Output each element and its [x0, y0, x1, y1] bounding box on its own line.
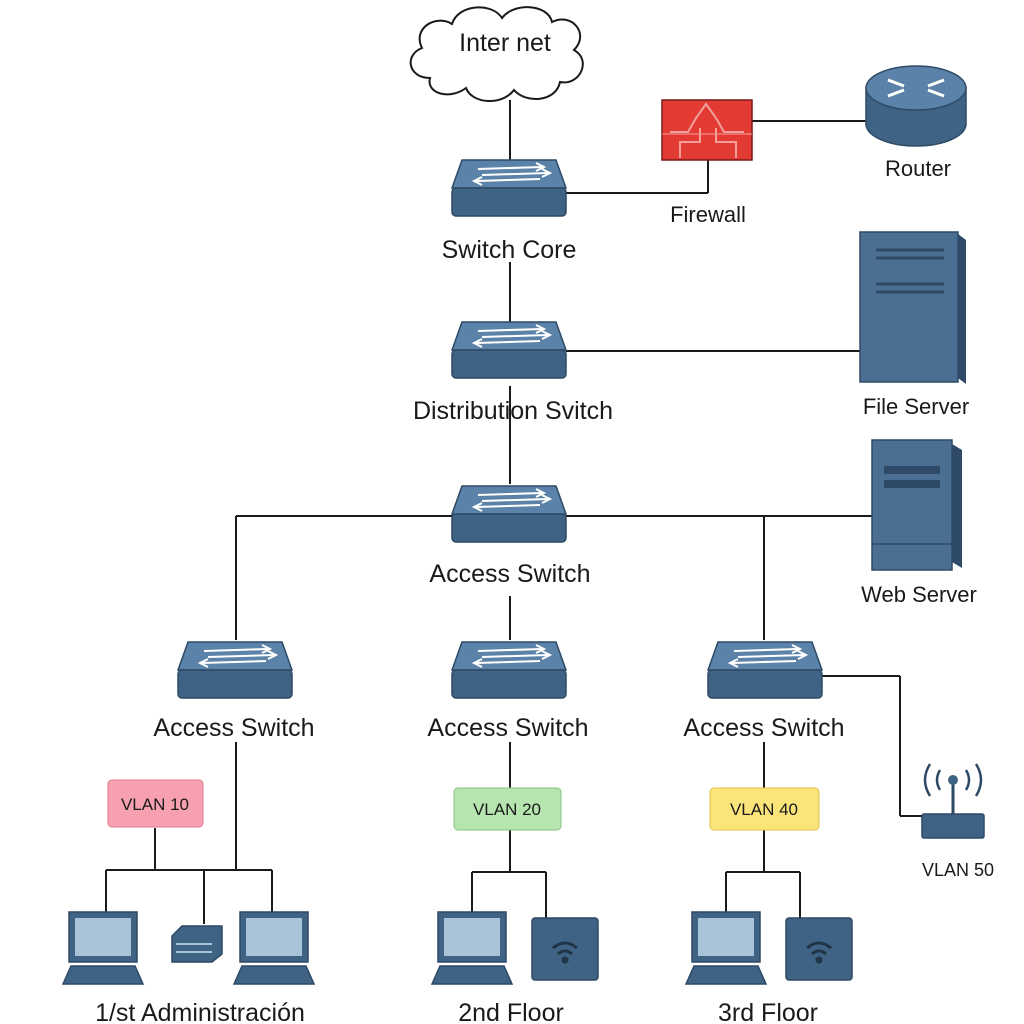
server-icon [859, 231, 966, 384]
laptop-icon [685, 911, 767, 985]
internet-label: Inter net [459, 29, 551, 57]
vlan40-tag: VLAN 40 [709, 787, 820, 831]
vlan10-tag: VLAN 10 [107, 779, 204, 828]
core-switch: Switch Core [442, 159, 577, 264]
third-floor-devices: 3rd Floor [685, 911, 854, 1024]
vlan20-tag: VLAN 20 [453, 787, 562, 831]
second-floor-label: 2nd Floor [458, 999, 564, 1024]
web-server: Web Server [861, 439, 977, 607]
access-switch-main: Access Switch [429, 485, 591, 588]
vlan10-label: VLAN 10 [121, 795, 189, 814]
vlan20-label: VLAN 20 [473, 800, 541, 819]
internet-cloud: Inter net [409, 6, 584, 103]
wifi-access-point-icon [784, 916, 854, 982]
second-floor-devices: 2nd Floor [431, 911, 600, 1024]
vlan40-label: VLAN 40 [730, 800, 798, 819]
switch-icon [451, 321, 567, 379]
firewall-icon [661, 99, 753, 161]
switch-icon [177, 641, 293, 699]
first-floor-devices: 1/st Administración [62, 911, 315, 1024]
distribution-switch-label: Distribution Svitch [413, 397, 613, 425]
wifi-router-icon [921, 763, 985, 839]
access-switch-right: Access Switch [683, 641, 845, 742]
first-floor-label: 1/st Administración [95, 999, 305, 1024]
connection-lines [105, 100, 922, 924]
file-server: File Server [859, 231, 969, 419]
laptop-icon [431, 911, 513, 985]
distribution-switch: Distribution Svitch [413, 321, 613, 425]
switch-icon [707, 641, 823, 699]
access-switch-middle-label: Access Switch [427, 714, 588, 742]
wireless-access-point: VLAN 50 [921, 763, 994, 880]
file-server-label: File Server [863, 394, 969, 419]
laptop-icon [62, 911, 144, 985]
core-switch-label: Switch Core [442, 236, 577, 264]
access-switch-middle: Access Switch [427, 641, 589, 742]
switch-icon [451, 485, 567, 543]
third-floor-label: 3rd Floor [718, 999, 818, 1024]
server-icon [871, 439, 962, 571]
router: Router [865, 65, 967, 181]
firewall-label: Firewall [670, 202, 746, 227]
switch-icon [451, 159, 567, 217]
firewall: Firewall [661, 99, 753, 227]
access-switch-right-label: Access Switch [683, 714, 844, 742]
nas-device-icon [171, 925, 223, 963]
router-icon [865, 65, 967, 147]
router-label: Router [885, 156, 951, 181]
access-switch-left-label: Access Switch [153, 714, 314, 742]
wifi-access-point-icon [530, 916, 600, 982]
access-switch-left: Access Switch [153, 641, 315, 742]
laptop-icon [233, 911, 315, 985]
web-server-label: Web Server [861, 582, 977, 607]
access-switch-main-label: Access Switch [429, 560, 590, 588]
vlan50-label: VLAN 50 [922, 860, 994, 880]
switch-icon [451, 641, 567, 699]
